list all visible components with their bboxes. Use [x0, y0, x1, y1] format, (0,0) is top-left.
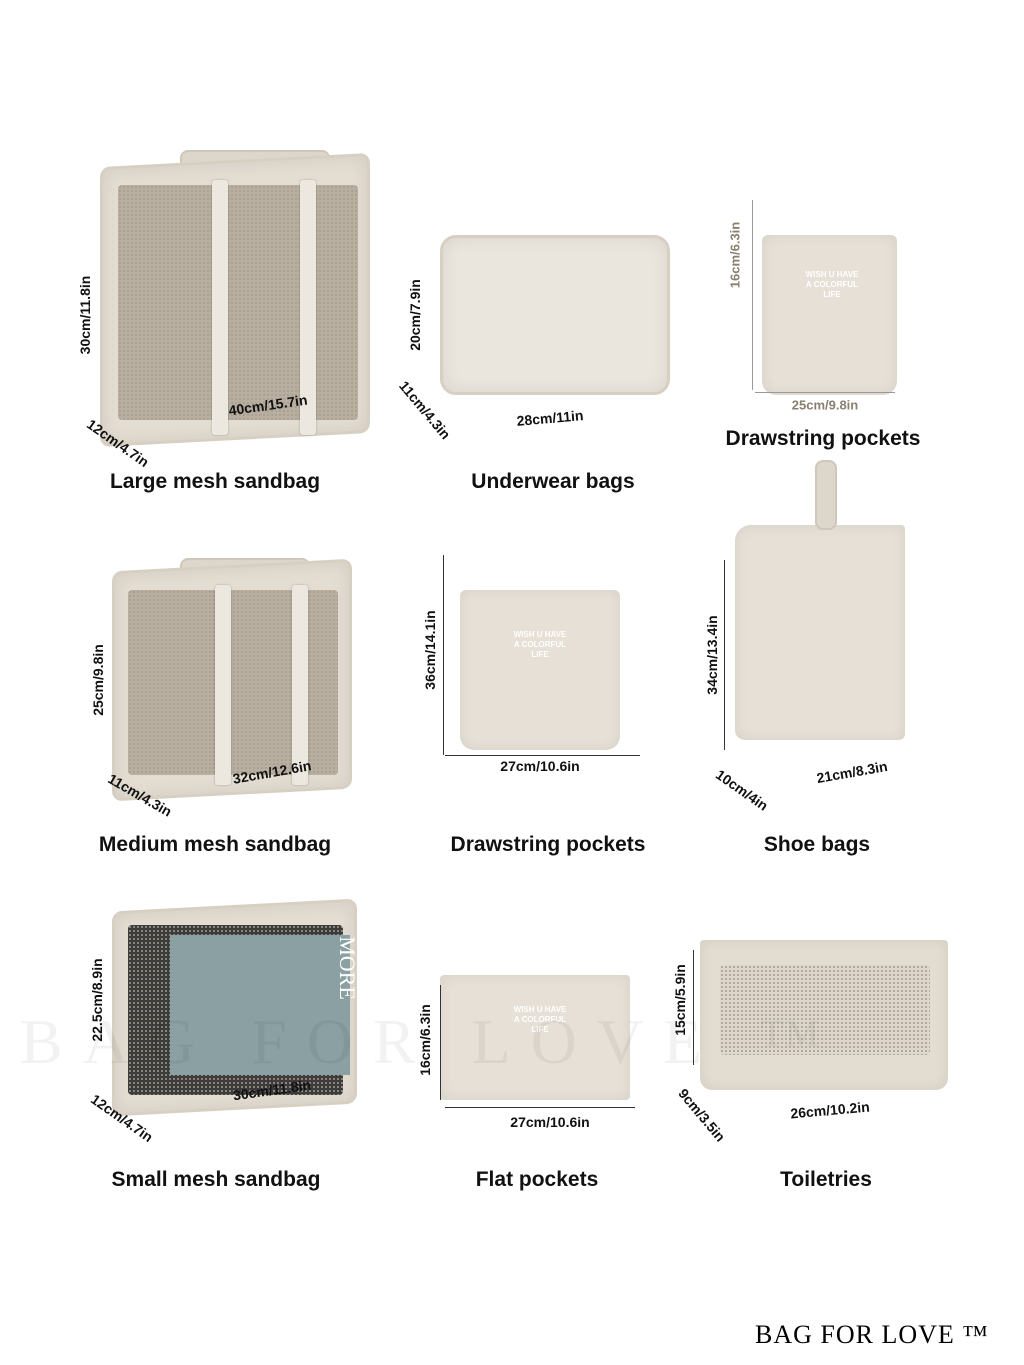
caption: Small mesh sandbag: [111, 1168, 321, 1191]
dimension-width: 28cm/11in: [515, 407, 585, 429]
dimension-depth: 9cm/3.5in: [675, 1085, 729, 1145]
caption: Medium mesh sandbag: [98, 833, 332, 856]
caption: Large mesh sandbag: [109, 470, 321, 493]
caption: Shoe bags: [763, 833, 871, 856]
bag-print-text: WISH U HAVE A COLORFUL LIFE: [513, 630, 567, 659]
shoe-bag-image: [735, 525, 905, 740]
dimension-width: 26cm/10.2in: [789, 1098, 871, 1122]
dimension-height: 20cm/7.9in: [407, 279, 423, 351]
dimension-width: 25cm/9.8in: [791, 397, 859, 413]
toiletries-bag-image: [700, 940, 948, 1090]
brand-watermark: BAG FOR LOVE ™: [755, 1320, 989, 1349]
caption: Toiletries: [780, 1168, 872, 1191]
drawstring-pocket-image: [460, 590, 620, 750]
dimension-depth: 10cm/4in: [712, 766, 772, 814]
dimension-width: 27cm/10.6in: [510, 1114, 590, 1130]
underwear-bag-image: [440, 235, 670, 395]
caption: Drawstring pockets: [450, 833, 646, 856]
caption: Underwear bags: [471, 470, 635, 493]
dimension-width: 27cm/10.6in: [500, 758, 580, 774]
book-title: MORE: [334, 936, 360, 1000]
dimension-width: 21cm/8.3in: [815, 757, 889, 787]
bag-print-text: WISH U HAVE A COLORFUL LIFE: [805, 270, 859, 299]
caption: Flat pockets: [475, 1168, 599, 1191]
dimension-height: 30cm/11.8in: [77, 275, 93, 355]
faint-watermark: BAG FOR LOVE ™: [20, 1006, 841, 1077]
flat-pocket-image: [440, 975, 630, 1100]
dimension-height: 34cm/13.4in: [704, 615, 720, 695]
dimension-height: 36cm/14.1in: [422, 610, 438, 690]
caption: Drawstring pockets: [725, 427, 921, 450]
dimension-height: 16cm/6.3in: [727, 221, 743, 289]
bag-print-text: WISH U HAVE A COLORFUL LIFE: [513, 1005, 567, 1034]
dimension-height: 25cm/9.8in: [90, 644, 106, 716]
drawstring-pocket-image: [762, 235, 897, 395]
